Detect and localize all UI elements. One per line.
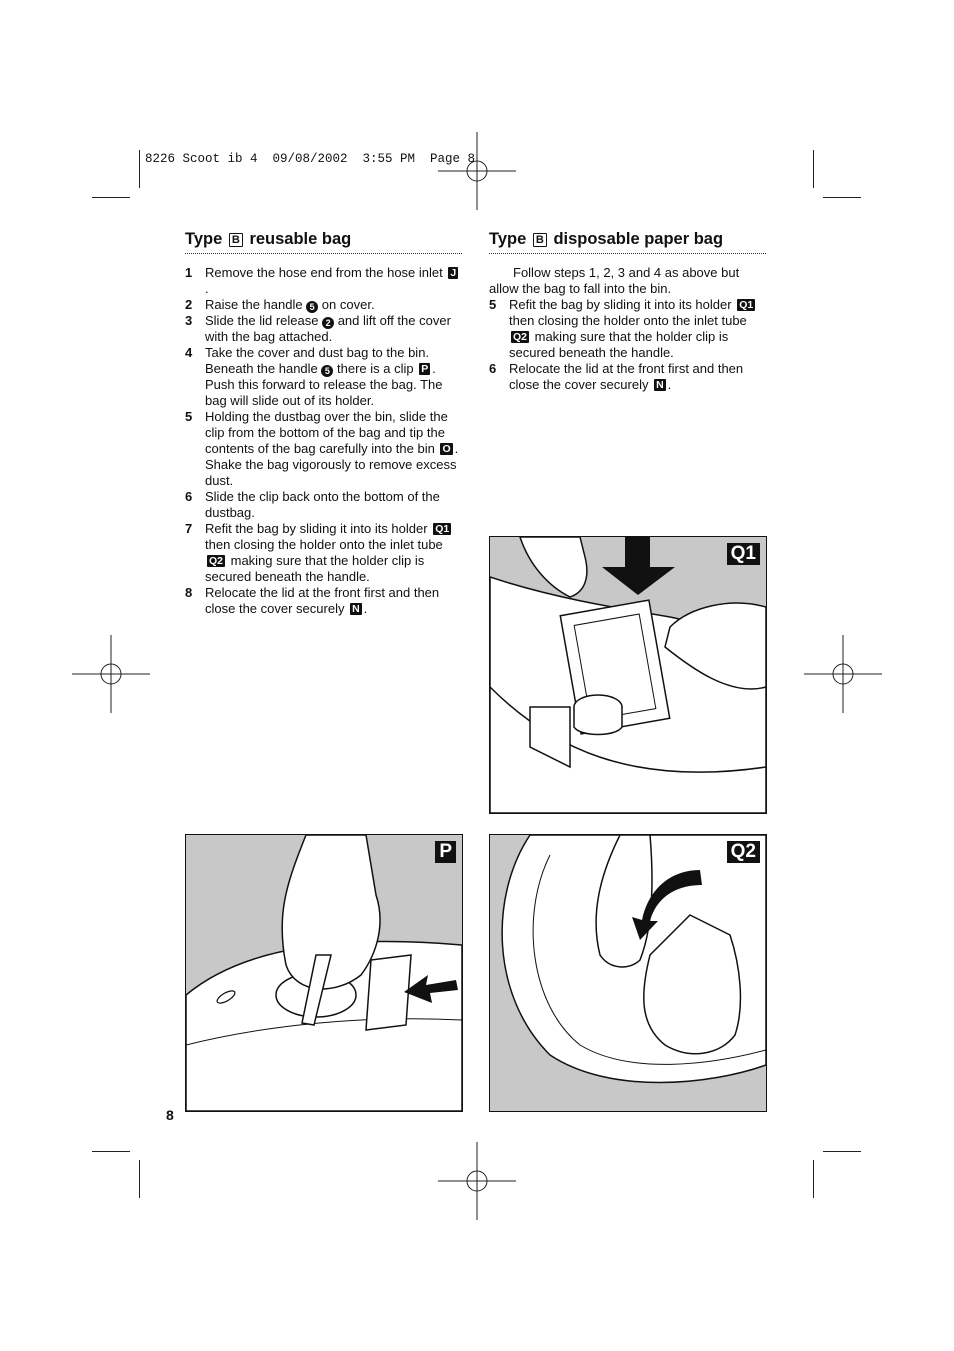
step-text-run: . bbox=[667, 377, 672, 392]
figure-ref-badge: Q2 bbox=[511, 331, 530, 343]
crop-mark bbox=[823, 1151, 861, 1152]
page-number: 8 bbox=[166, 1107, 174, 1123]
figure-ref-badge: Q1 bbox=[433, 523, 452, 535]
step-number: 1 bbox=[185, 265, 193, 280]
step-text-run: and lift off the cover with the bag atta… bbox=[205, 313, 451, 344]
step-item: 1 Remove the hose end from the hose inlet… bbox=[185, 265, 463, 297]
section-heading-reusable: Type B reusable bag bbox=[185, 230, 462, 254]
registration-mark-icon bbox=[438, 1142, 516, 1220]
step-text: Slide the lid release 2 and lift off the… bbox=[205, 313, 463, 345]
figure-q2: Q2 bbox=[489, 834, 767, 1112]
step-text: Remove the hose end from the hose inlet … bbox=[205, 265, 463, 297]
reusable-steps-list: 1 Remove the hose end from the hose inlet… bbox=[185, 265, 463, 617]
print-slug: 8226 Scoot ib 4 09/08/2002 3:55 PM Page … bbox=[145, 152, 476, 166]
step-text-run: on cover. bbox=[318, 297, 375, 312]
figure-label: P bbox=[435, 841, 456, 863]
vacuum-bag-holder-illustration-icon bbox=[490, 537, 766, 813]
step-text: Raise the handle 5 on cover. bbox=[205, 297, 463, 313]
disposable-steps-list: Follow steps 1, 2, 3 and 4 as above but … bbox=[489, 265, 765, 393]
step-item: 5 Refit the bag by sliding it into its ho… bbox=[489, 297, 765, 361]
step-number: 6 bbox=[185, 489, 193, 504]
step-text-run: Refit the bag by sliding it into its hol… bbox=[509, 297, 736, 312]
step-text-run: Relocate the lid at the front first and … bbox=[205, 585, 440, 616]
part-number-badge: 2 bbox=[322, 317, 335, 329]
step-text: Relocate the lid at the front first and … bbox=[509, 361, 765, 393]
step-text-run: making sure that the holder clip is secu… bbox=[509, 329, 729, 360]
figure-ref-badge: O bbox=[440, 443, 453, 455]
crop-mark bbox=[823, 197, 861, 198]
crop-mark bbox=[92, 1151, 130, 1152]
figure-ref-badge: J bbox=[448, 267, 459, 279]
crop-mark bbox=[813, 1160, 814, 1198]
step-text: Relocate the lid at the front first and … bbox=[205, 585, 463, 617]
bag-clip-illustration-icon bbox=[186, 835, 462, 1111]
type-badge: B bbox=[532, 233, 547, 247]
figure-q1: Q1 bbox=[489, 536, 767, 814]
step-text-run: Raise the handle bbox=[205, 297, 307, 312]
intro-text: Follow steps 1, 2, 3 and 4 as above but … bbox=[489, 265, 740, 296]
crop-mark bbox=[92, 197, 130, 198]
step-item: 6 Slide the clip back onto the bottom of … bbox=[185, 489, 463, 521]
step-text-run: Take the cover and dust bag to the bin. … bbox=[205, 345, 430, 376]
step-number: 8 bbox=[185, 585, 193, 600]
part-number-badge: 5 bbox=[321, 365, 334, 377]
figure-label: Q1 bbox=[726, 543, 760, 565]
step-text-run: then closing the holder onto the inlet t… bbox=[205, 537, 443, 552]
step-text-run: Slide the clip back onto the bottom of t… bbox=[205, 489, 440, 520]
step-item: 6 Relocate the lid at the front first and… bbox=[489, 361, 765, 393]
step-text-run: Slide the lid release bbox=[205, 313, 323, 328]
step-item: 8 Relocate the lid at the front first and… bbox=[185, 585, 463, 617]
step-number: 3 bbox=[185, 313, 193, 328]
step-text: Slide the clip back onto the bottom of t… bbox=[205, 489, 463, 521]
step-number: 5 bbox=[185, 409, 193, 424]
step-text: Holding the dustbag over the bin, slide … bbox=[205, 409, 463, 489]
step-item: 5 Holding the dustbag over the bin, slide… bbox=[185, 409, 463, 489]
step-number: 2 bbox=[185, 297, 193, 312]
figure-ref-badge: Q2 bbox=[207, 555, 226, 567]
step-text-run: there is a clip bbox=[333, 361, 418, 376]
step-number: 7 bbox=[185, 521, 193, 536]
crop-mark bbox=[139, 1160, 140, 1198]
step-text-run: . Push this forward to release the bag. … bbox=[205, 361, 443, 408]
step-item: 2 Raise the handle 5 on cover. bbox=[185, 297, 463, 313]
type-badge: B bbox=[228, 233, 243, 247]
figure-ref-badge: P bbox=[419, 363, 431, 375]
closing-holder-illustration-icon bbox=[501, 835, 766, 1084]
step-text-run: . bbox=[205, 281, 209, 296]
step-text-run: Relocate the lid at the front first and … bbox=[509, 361, 744, 392]
step-item: 3 Slide the lid release 2 and lift off th… bbox=[185, 313, 463, 345]
step-text-run: . Shake the bag vigorously to remove exc… bbox=[205, 441, 459, 488]
step-text-run: making sure that the holder clip is secu… bbox=[205, 553, 425, 584]
figure-p: P bbox=[185, 834, 463, 1112]
step-text-run: Remove the hose end from the hose inlet bbox=[205, 265, 447, 280]
step-text: Refit the bag by sliding it into its hol… bbox=[205, 521, 463, 585]
registration-mark-icon bbox=[438, 132, 516, 210]
registration-mark-icon bbox=[804, 635, 882, 713]
step-item: 7 Refit the bag by sliding it into its ho… bbox=[185, 521, 463, 585]
step-text-run: Holding the dustbag over the bin, slide … bbox=[205, 409, 448, 456]
step-number: 4 bbox=[185, 345, 193, 360]
section-heading-disposable: Type B disposable paper bag bbox=[489, 230, 766, 254]
step-number: 5 bbox=[489, 297, 497, 312]
figure-label: Q2 bbox=[726, 841, 760, 863]
step-text: Take the cover and dust bag to the bin. … bbox=[205, 345, 463, 409]
registration-mark-icon bbox=[72, 635, 150, 713]
step-text-run: Refit the bag by sliding it into its hol… bbox=[205, 521, 432, 536]
figure-ref-badge: N bbox=[350, 603, 362, 615]
crop-mark bbox=[139, 150, 140, 188]
figure-ref-badge: Q1 bbox=[737, 299, 756, 311]
part-number-badge: 5 bbox=[306, 301, 319, 313]
step-number: 6 bbox=[489, 361, 497, 376]
step-text-run: then closing the holder onto the inlet t… bbox=[509, 313, 747, 328]
step-item: 4 Take the cover and dust bag to the bin.… bbox=[185, 345, 463, 409]
step-text-run: . bbox=[363, 601, 368, 616]
figure-ref-badge: N bbox=[654, 379, 666, 391]
crop-mark bbox=[813, 150, 814, 188]
step-text: Refit the bag by sliding it into its hol… bbox=[509, 297, 765, 361]
